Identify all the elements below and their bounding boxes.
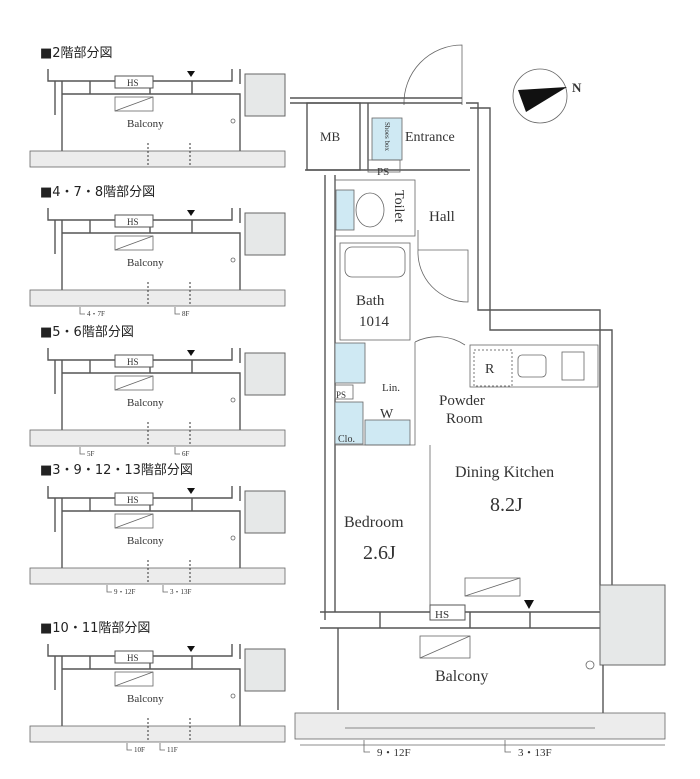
- label-shoes-box: Shoes box: [383, 122, 391, 151]
- label-powder: Powder: [439, 393, 485, 409]
- variant-railing: [29, 429, 286, 447]
- label-closet: Clo.: [338, 434, 355, 445]
- main-unit-plan: N: [290, 44, 666, 753]
- window-marker-icon: [187, 488, 195, 494]
- label-bedroom: Bedroom: [344, 514, 404, 531]
- entrance-door[interactable]: [403, 44, 463, 106]
- label-dk-size: 8.2J: [490, 494, 523, 516]
- window-marker-icon: [187, 350, 195, 356]
- label-ps-top: PS: [377, 166, 389, 178]
- variant-floor-label: 6F: [182, 450, 190, 458]
- label-bath: Bath: [356, 293, 385, 309]
- label-hall: Hall: [429, 209, 455, 225]
- kitchen-counter: [469, 344, 599, 388]
- label-refrigerator: R: [485, 362, 495, 377]
- shoes-box: [371, 117, 403, 161]
- bath-room: [339, 242, 411, 341]
- variant-title: ■3・9・12・13階部分図: [40, 463, 193, 478]
- label-powder-room: Room: [446, 411, 483, 427]
- variant-floor-label: 5F: [87, 450, 95, 458]
- balcony-railing: [294, 712, 666, 740]
- label-floor-a: 9・12F: [377, 747, 411, 759]
- outdoor-unit-space: [599, 584, 666, 666]
- variant-balcony-label: Balcony: [127, 257, 164, 269]
- stove-icon: [561, 351, 585, 381]
- variant-floor-label: 4・7F: [87, 310, 105, 318]
- refrigerator-space: [473, 349, 513, 387]
- label-dining-kitchen: Dining Kitchen: [455, 464, 554, 481]
- variant-floor-label: 8F: [182, 310, 190, 318]
- label-bedroom-size: 2.6J: [363, 542, 396, 564]
- floor-variant: ■4・7・8階部分図 HS Balcony 4・7F 8F: [29, 185, 286, 318]
- air-conditioner: [464, 577, 521, 597]
- toilet-room: [334, 179, 416, 237]
- variant-railing: [29, 567, 286, 585]
- floor-variant: ■10・11階部分図 HS Balcony 10F 11F: [29, 621, 286, 754]
- variant-hs-label: HS: [127, 78, 139, 88]
- floor-variant: ■5・6階部分図 HS Balcony 5F 6F: [29, 325, 286, 458]
- variant-railing: [29, 289, 286, 307]
- toilet-icon: [355, 192, 385, 228]
- variant-floor-label: 9・12F: [114, 588, 135, 596]
- variant-railing: [29, 725, 286, 743]
- label-balcony: Balcony: [435, 668, 488, 685]
- compass-north-label: N: [572, 80, 582, 95]
- floor-variant: ■2階部分図 HS Balcony: [29, 46, 286, 168]
- bathtub-icon: [344, 246, 406, 278]
- label-washer: W: [380, 407, 394, 422]
- label-entrance: Entrance: [405, 130, 455, 145]
- floor-variant-plans: ■2階部分図 HS Balcony ■4・7・8階部分図 HS Balcony 4・7F 8F…: [29, 46, 286, 754]
- variant-title: ■5・6階部分図: [40, 325, 134, 340]
- variant-hs-label: HS: [127, 495, 139, 505]
- label-ps-mid: PS: [336, 390, 346, 400]
- variant-balcony-label: Balcony: [127, 397, 164, 409]
- washer-space: [364, 419, 411, 446]
- variant-floor-label: 11F: [167, 746, 178, 754]
- label-hs: HS: [435, 609, 449, 621]
- label-toilet: Toilet: [391, 190, 406, 223]
- label-mb: MB: [320, 129, 341, 144]
- variant-railing: [29, 150, 286, 168]
- variant-hs-label: HS: [127, 357, 139, 367]
- label-linen: Lin.: [382, 382, 400, 394]
- compass-icon: N: [512, 68, 582, 124]
- label-floor-b: 3・13F: [518, 747, 552, 759]
- variant-balcony-label: Balcony: [127, 118, 164, 130]
- variant-title: ■4・7・8階部分図: [40, 185, 155, 200]
- variant-hs-label: HS: [127, 217, 139, 227]
- window-marker-icon: [187, 646, 195, 652]
- washbasin: [334, 342, 366, 384]
- window-marker-icon: [524, 600, 534, 609]
- variant-title: ■10・11階部分図: [40, 621, 150, 636]
- variant-balcony-label: Balcony: [127, 693, 164, 705]
- window-marker-icon: [187, 71, 195, 77]
- variant-floor-label: 10F: [134, 746, 145, 754]
- floor-variant: ■3・9・12・13階部分図 HS Balcony 9・12F 3・13F: [29, 463, 286, 596]
- variant-floor-label: 3・13F: [170, 588, 191, 596]
- variant-balcony-label: Balcony: [127, 535, 164, 547]
- window-marker-icon: [187, 210, 195, 216]
- label-bath-size: 1014: [359, 314, 390, 330]
- sink-icon: [517, 354, 547, 378]
- variant-hs-label: HS: [127, 653, 139, 663]
- variant-title: ■2階部分図: [40, 46, 113, 61]
